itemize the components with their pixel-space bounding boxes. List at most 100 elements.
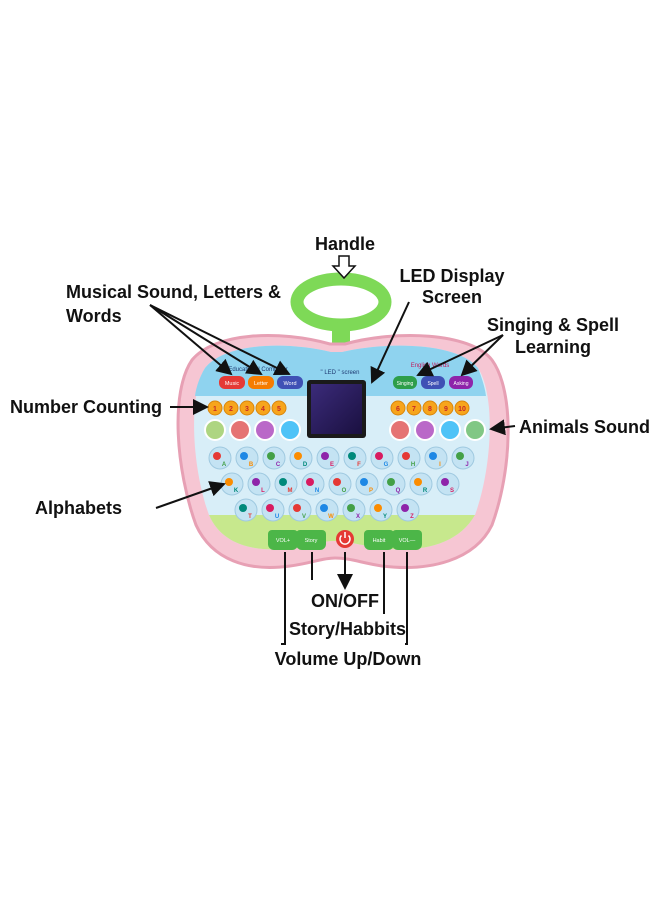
number-right-key-10[interactable] bbox=[454, 400, 470, 416]
vol-down-line bbox=[405, 552, 408, 645]
number-right-key-label: 9 bbox=[444, 406, 448, 413]
letter-key-label: S bbox=[450, 488, 454, 494]
led-label-line2: Screen bbox=[421, 287, 483, 307]
singing-button[interactable] bbox=[393, 376, 417, 389]
music-button[interactable] bbox=[219, 376, 245, 389]
number-left-key-label: 5 bbox=[277, 406, 281, 413]
number-left-key-label: 1 bbox=[213, 406, 217, 413]
animal-keys-right bbox=[389, 419, 486, 441]
music-arrow bbox=[149, 304, 233, 376]
musical-label-line1: Musical Sound, Letters & bbox=[66, 282, 282, 302]
spell-button-label: Spell bbox=[427, 381, 438, 387]
number-left-key-5[interactable] bbox=[271, 400, 287, 416]
letter-key-label: J bbox=[465, 462, 468, 468]
bottom-controls: VOL+ Story Habit VOL— bbox=[268, 530, 422, 550]
letter-key-label: E bbox=[330, 462, 334, 468]
number-right-key-9[interactable] bbox=[438, 400, 454, 416]
letter-key-picture bbox=[401, 504, 409, 512]
animal-key[interactable] bbox=[279, 419, 301, 441]
asking-button[interactable] bbox=[449, 376, 473, 389]
animals-sound-label: Animals Sound bbox=[519, 417, 651, 437]
animal-key[interactable] bbox=[414, 419, 436, 441]
letter-key-label: F bbox=[357, 462, 361, 468]
asking-button-label: Asking bbox=[453, 381, 468, 387]
letter-key-label: K bbox=[234, 488, 239, 494]
letter-key-picture bbox=[225, 478, 233, 486]
singing-label-line2: Learning bbox=[514, 337, 591, 357]
number-counting-label: Number Counting bbox=[10, 397, 162, 417]
vol-down-button[interactable] bbox=[392, 530, 422, 550]
letter-key-label: H bbox=[411, 462, 415, 468]
number-right-key-7[interactable] bbox=[406, 400, 422, 416]
letter-key-picture bbox=[252, 478, 260, 486]
power-icon bbox=[339, 534, 351, 545]
letter-key-label: R bbox=[423, 488, 428, 494]
vol-up-button[interactable] bbox=[268, 530, 298, 550]
animal-key[interactable] bbox=[464, 419, 486, 441]
led-arrow bbox=[370, 301, 410, 384]
letter-key-label: V bbox=[302, 514, 306, 520]
letter-key-picture bbox=[266, 504, 274, 512]
letter-key-picture bbox=[333, 478, 341, 486]
animal-key[interactable] bbox=[389, 419, 411, 441]
story-habbits-label: Story/Habbits bbox=[288, 619, 407, 639]
letter-key-label: D bbox=[303, 462, 308, 468]
animal-key[interactable] bbox=[439, 419, 461, 441]
number-left-key-4[interactable] bbox=[255, 400, 271, 416]
letter-key-label: W bbox=[328, 514, 334, 520]
panel-center-title: " LED " screen bbox=[321, 370, 360, 376]
number-left-key-2[interactable] bbox=[223, 400, 239, 416]
music-button-label: Music bbox=[225, 381, 240, 387]
alphabets-label: Alphabets bbox=[35, 498, 123, 518]
vol-down-label: VOL— bbox=[399, 538, 416, 544]
letter-key-picture bbox=[387, 478, 395, 486]
letter-key-label: L bbox=[261, 488, 265, 494]
letter-key-picture bbox=[213, 452, 221, 460]
story-button[interactable] bbox=[296, 530, 326, 550]
habit-button[interactable] bbox=[364, 530, 394, 550]
story-label: Story bbox=[305, 538, 318, 544]
power-button[interactable] bbox=[336, 530, 354, 548]
animal-keys-left bbox=[204, 419, 301, 441]
number-left-key-label: 3 bbox=[245, 406, 249, 413]
volume-label: Volume Up/Down bbox=[274, 649, 422, 669]
letter-key-label: Q bbox=[396, 488, 401, 494]
letter-key-picture bbox=[347, 504, 355, 512]
letter-key-picture bbox=[441, 478, 449, 486]
letter-key-label: M bbox=[288, 488, 293, 494]
spell-button[interactable] bbox=[421, 376, 445, 389]
letter-key-picture bbox=[429, 452, 437, 460]
number-left-key-3[interactable] bbox=[239, 400, 255, 416]
letter-key-label: P bbox=[369, 488, 373, 494]
letter-key-picture bbox=[294, 452, 302, 460]
letter-key-picture bbox=[239, 504, 247, 512]
letter-key-picture bbox=[306, 478, 314, 486]
singing-arrow bbox=[416, 334, 504, 377]
letter-key-picture bbox=[348, 452, 356, 460]
led-screen bbox=[311, 384, 362, 434]
musical-label-line2: Words bbox=[66, 306, 122, 326]
letter-key-label: N bbox=[315, 488, 319, 494]
letter-key-picture bbox=[360, 478, 368, 486]
number-right-key-label: 10 bbox=[458, 406, 466, 413]
animal-key[interactable] bbox=[229, 419, 251, 441]
letter-key-label: U bbox=[275, 514, 279, 520]
word-button[interactable] bbox=[277, 376, 303, 389]
number-right-key-6[interactable] bbox=[390, 400, 406, 416]
mode-buttons-left: Music Letter Word bbox=[219, 376, 303, 389]
animal-key[interactable] bbox=[204, 419, 226, 441]
singing-button-label: Singing bbox=[397, 381, 414, 387]
letter-key-label: G bbox=[384, 462, 389, 468]
word-arrow bbox=[149, 304, 291, 375]
on-off-label: ON/OFF bbox=[311, 591, 379, 611]
callout-lines bbox=[149, 255, 516, 645]
animal-key[interactable] bbox=[254, 419, 276, 441]
letter-key-label: I bbox=[439, 462, 441, 468]
letter-key-picture bbox=[321, 452, 329, 460]
letter-key-label: O bbox=[342, 488, 347, 494]
letter-button[interactable] bbox=[248, 376, 274, 389]
number-right-key-8[interactable] bbox=[422, 400, 438, 416]
